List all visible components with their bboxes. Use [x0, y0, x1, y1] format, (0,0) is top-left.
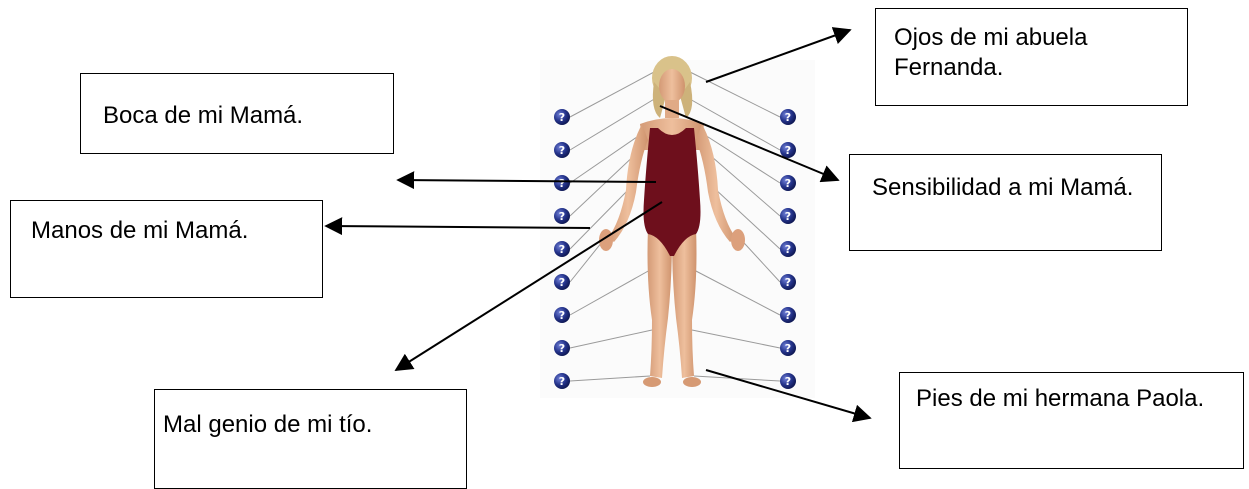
label-box-feet: Pies de mi hermana Paola.: [899, 372, 1244, 469]
question-icon-ball: [554, 340, 570, 356]
question-icon-glyph: ?: [559, 177, 565, 190]
connector-line-right-3: [693, 127, 781, 184]
question-icon-right-6[interactable]: ?: [780, 274, 796, 290]
question-icon-ball: [780, 340, 796, 356]
question-icon-glyph: ?: [559, 210, 565, 223]
label-temper-text: Mal genio de mi tío.: [163, 411, 373, 438]
label-feet-text: Pies de mi hermana Paola.: [916, 385, 1205, 412]
question-icon-glyph: ?: [559, 342, 565, 355]
question-icon-ball: [554, 208, 570, 224]
question-icon-glyph: ?: [785, 342, 791, 355]
human-figure: [599, 56, 745, 387]
question-icon-ball: [554, 373, 570, 389]
connector-line-left-7: [569, 269, 651, 316]
question-icon-right-5[interactable]: ?: [780, 241, 796, 257]
connector-line-right-8: [691, 329, 781, 349]
label-box-temper: Mal genio de mi tío.: [154, 389, 467, 489]
question-icon-glyph: ?: [785, 177, 791, 190]
connector-line-right-5: [713, 187, 781, 250]
question-icon-glyph: ?: [785, 210, 791, 223]
question-marker-columns: ??????????????????: [554, 109, 796, 389]
question-icon-ball: [780, 208, 796, 224]
question-icon-right-7[interactable]: ?: [780, 307, 796, 323]
question-icon-glyph: ?: [785, 309, 791, 322]
question-icon-ball: [554, 241, 570, 257]
question-icon-left-3[interactable]: ?: [554, 175, 570, 191]
question-icon-ball: [780, 373, 796, 389]
connector-line-right-1: [689, 71, 781, 118]
question-icon-right-3[interactable]: ?: [780, 175, 796, 191]
question-icon-left-1[interactable]: ?: [554, 109, 570, 125]
figure-right-leg: [672, 228, 697, 378]
figure-right-foot: [683, 377, 701, 387]
label-box-sensitivity: Sensibilidad a mi Mamá.: [849, 154, 1162, 251]
question-icon-ball: [554, 175, 570, 191]
figure-swimsuit: [643, 128, 701, 256]
arrow-mouth: [396, 171, 657, 190]
question-icon-glyph: ?: [559, 243, 565, 256]
arrow-hands: [324, 217, 591, 236]
question-icon-glyph: ?: [559, 111, 565, 124]
question-icon-ball: [780, 109, 796, 125]
question-icon-ball: [780, 142, 796, 158]
annotation-arrows: [324, 27, 872, 423]
question-icon-glyph: ?: [559, 144, 565, 157]
question-icon-glyph: ?: [559, 276, 565, 289]
connector-line-right-4: [703, 149, 781, 217]
question-icon-right-1[interactable]: ?: [780, 109, 796, 125]
question-icon-ball: [554, 307, 570, 323]
question-icon-glyph: ?: [785, 276, 791, 289]
question-icon-glyph: ?: [785, 375, 791, 388]
question-icon-left-8[interactable]: ?: [554, 340, 570, 356]
figure-right-arm: [696, 124, 736, 242]
label-mouth-text: Boca de mi Mamá.: [103, 102, 304, 129]
question-icon-glyph: ?: [785, 144, 791, 157]
connector-line-left-4: [569, 149, 641, 217]
question-icon-left-5[interactable]: ?: [554, 241, 570, 257]
question-icon-left-2[interactable]: ?: [554, 142, 570, 158]
arrow-sensitivity: [659, 105, 840, 183]
connector-line-left-8: [569, 329, 653, 349]
connector-line-left-1: [569, 71, 655, 118]
connector-line-left-5: [569, 187, 631, 250]
figure-left-leg: [647, 228, 672, 378]
question-icon-right-4[interactable]: ?: [780, 208, 796, 224]
question-icon-ball: [780, 274, 796, 290]
label-sensitivity-text: Sensibilidad a mi Mamá.: [872, 174, 1134, 201]
arrow-feet: [705, 369, 872, 423]
figure-left-foot: [643, 377, 661, 387]
question-icon-right-8[interactable]: ?: [780, 340, 796, 356]
question-icon-ball: [780, 307, 796, 323]
label-hands-text: Manos de mi Mamá.: [31, 217, 249, 244]
question-icon-ball: [554, 142, 570, 158]
label-box-hands: Manos de mi Mamá.: [10, 200, 323, 298]
question-icon-left-6[interactable]: ?: [554, 274, 570, 290]
connector-line-right-7: [693, 269, 781, 316]
label-box-eyes: Ojos de mi abuela Fernanda.: [875, 8, 1188, 106]
question-icon-left-9[interactable]: ?: [554, 373, 570, 389]
figure-left-arm: [608, 124, 648, 242]
question-icon-glyph: ?: [785, 111, 791, 124]
figure-face: [659, 69, 685, 103]
question-icon-left-7[interactable]: ?: [554, 307, 570, 323]
connector-line-right-2: [687, 97, 781, 151]
label-eyes-text: Ojos de mi abuela Fernanda.: [894, 24, 1088, 81]
connector-line-left-2: [569, 97, 657, 151]
question-icon-glyph: ?: [559, 375, 565, 388]
question-icon-ball: [780, 175, 796, 191]
question-icon-ball: [780, 241, 796, 257]
question-icon-right-2[interactable]: ?: [780, 142, 796, 158]
arrow-eyes: [705, 27, 852, 83]
question-icon-glyph: ?: [785, 243, 791, 256]
label-box-mouth: Boca de mi Mamá.: [80, 73, 394, 154]
question-icon-ball: [554, 274, 570, 290]
arrow-temper: [394, 201, 663, 371]
question-icon-left-4[interactable]: ?: [554, 208, 570, 224]
question-icon-glyph: ?: [559, 309, 565, 322]
connector-line-left-9: [569, 375, 651, 382]
question-icon-right-9[interactable]: ?: [780, 373, 796, 389]
question-icon-ball: [554, 109, 570, 125]
figure-right-hand: [731, 229, 745, 251]
